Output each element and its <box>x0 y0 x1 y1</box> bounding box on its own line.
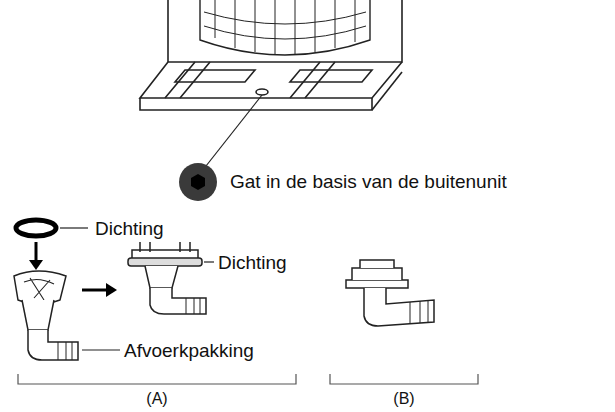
drain-fitting <box>14 271 78 360</box>
seal-ring <box>16 220 56 236</box>
leader-line <box>204 261 214 262</box>
leader-line <box>82 349 120 350</box>
arrow <box>29 242 43 270</box>
drain-fitting-assembled <box>128 242 206 314</box>
outdoor-unit <box>140 0 402 166</box>
part-label: Afvoerkpakking <box>122 340 256 362</box>
hole-callout <box>179 163 217 201</box>
part-label: Dichting <box>216 252 289 274</box>
drain-fitting-b <box>346 260 434 326</box>
leader-line <box>60 227 88 228</box>
part-label: Dichting <box>93 218 166 240</box>
group-label: (B) <box>391 388 416 410</box>
group-label: (A) <box>144 388 169 410</box>
group-bracket <box>18 374 478 384</box>
hole-label: Gat in de basis van de buitenunit <box>228 171 509 193</box>
arrow <box>82 283 117 297</box>
